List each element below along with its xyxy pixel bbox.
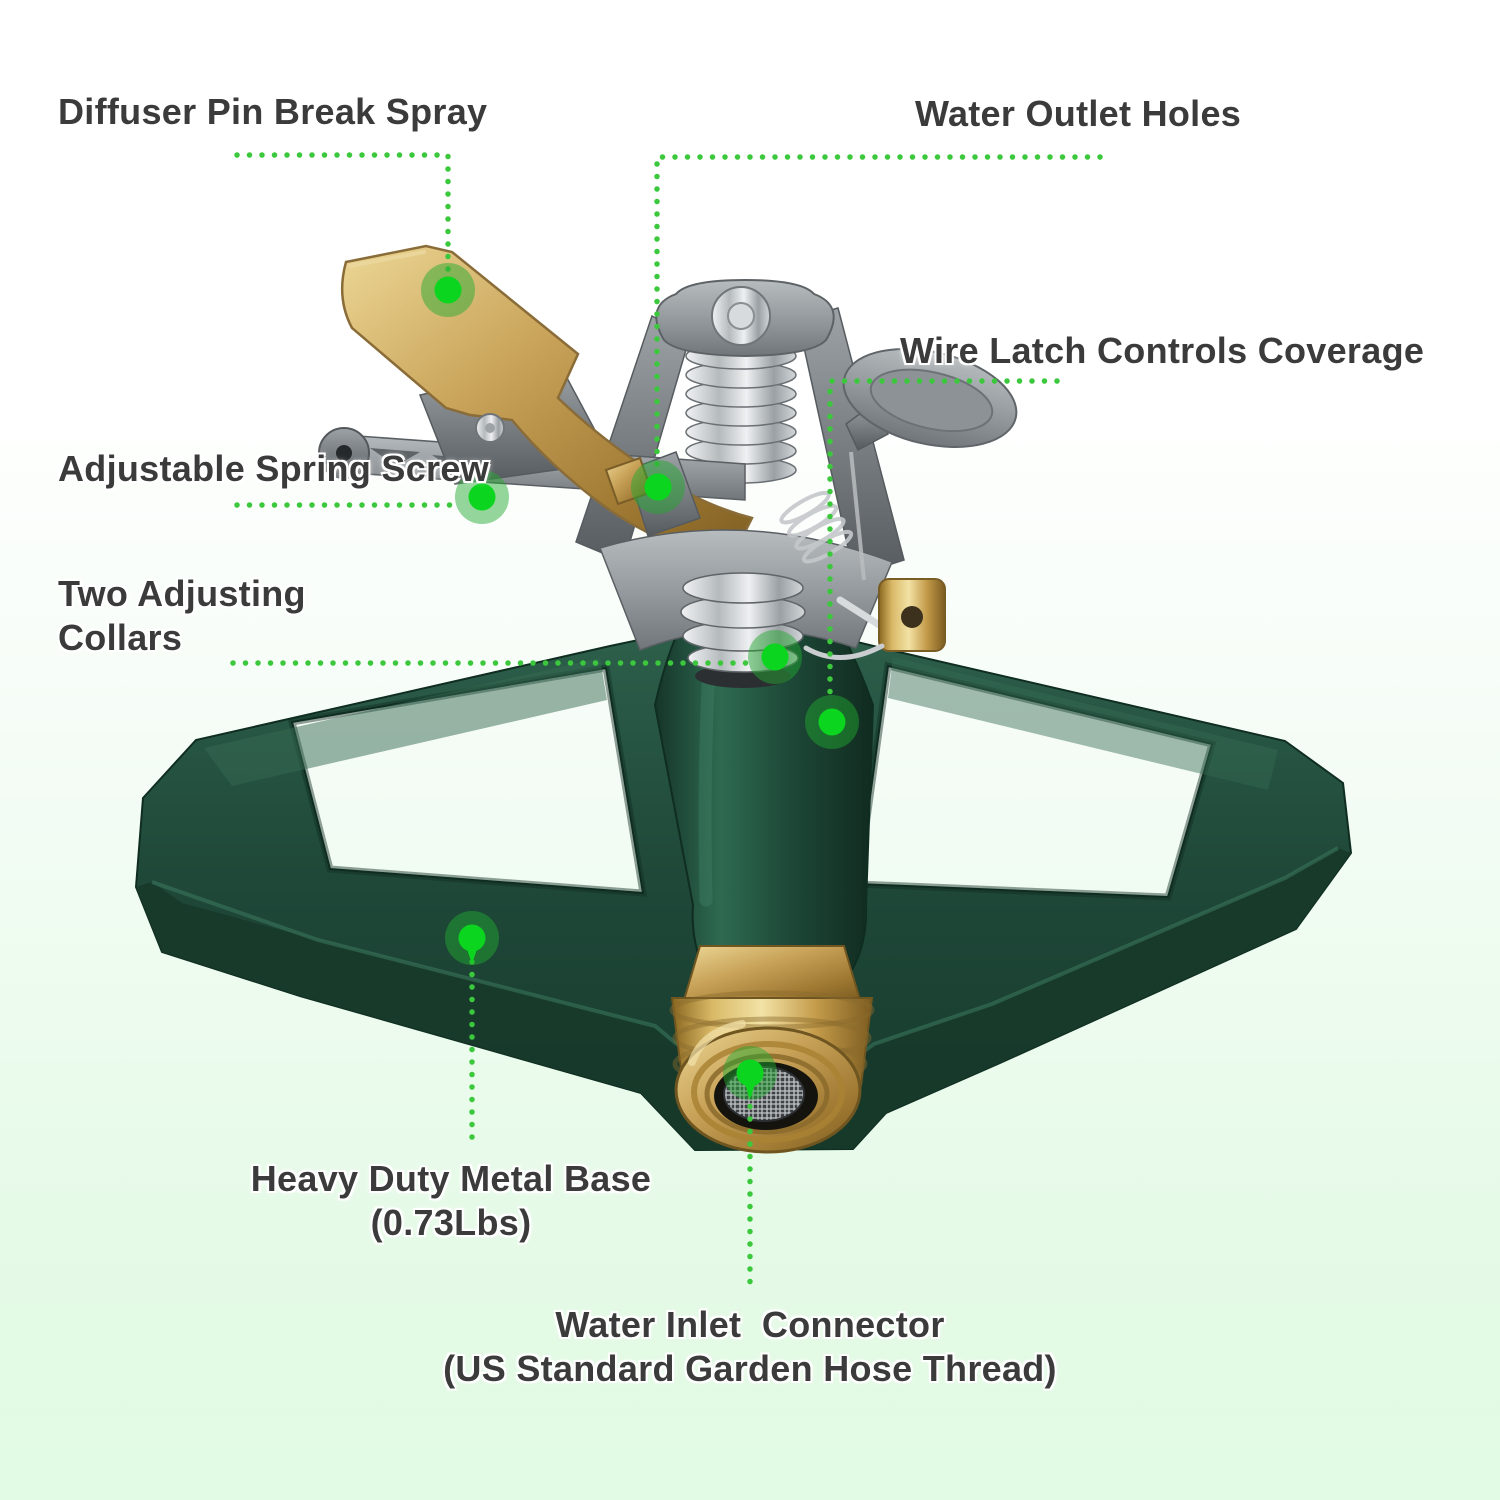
leader-line-diffuser-pin-break-spray [234,152,451,275]
leader-line-water-outlet-holes [654,154,1103,473]
wire-latch [842,348,1018,581]
callout-label-water-inlet-connector: Water Inlet Connector (US Standard Garde… [443,1304,1057,1389]
pivot-screw [711,286,771,346]
callout-label-water-outlet-holes: Water Outlet Holes [915,93,1242,134]
adjusting-collars [680,572,806,688]
leader-line-wire-latch-controls-coverage [827,378,1060,706]
callout-dot-heavy-duty-metal-base [445,911,499,965]
trip-spring [779,490,854,564]
callout-dot-water-outlet-holes [631,460,685,514]
callout-label-two-adjusting-collars: Two Adjusting Collars [58,573,306,658]
callout-label-wire-latch-controls-coverage: Wire Latch Controls Coverage [900,330,1425,371]
callout-dot-water-inlet-connector [723,1046,777,1100]
callout-label-adjustable-spring-screw: Adjustable Spring Screw [58,448,489,489]
callout-dots [421,263,859,1100]
callout-dot-diffuser-pin-break-spray [421,263,475,317]
callout-label-diffuser-pin-break-spray: Diffuser Pin Break Spray [58,91,488,132]
callout-dot-adjustable-spring-screw [455,470,509,524]
brass-trip-collar [803,578,946,660]
callout-dot-wire-latch-controls-coverage [805,695,859,749]
callout-label-heavy-duty-metal-base: Heavy Duty Metal Base (0.73Lbs) [250,1158,652,1243]
brass-inlet-connector [669,945,875,1154]
callout-dot-two-adjusting-collars [748,630,802,684]
